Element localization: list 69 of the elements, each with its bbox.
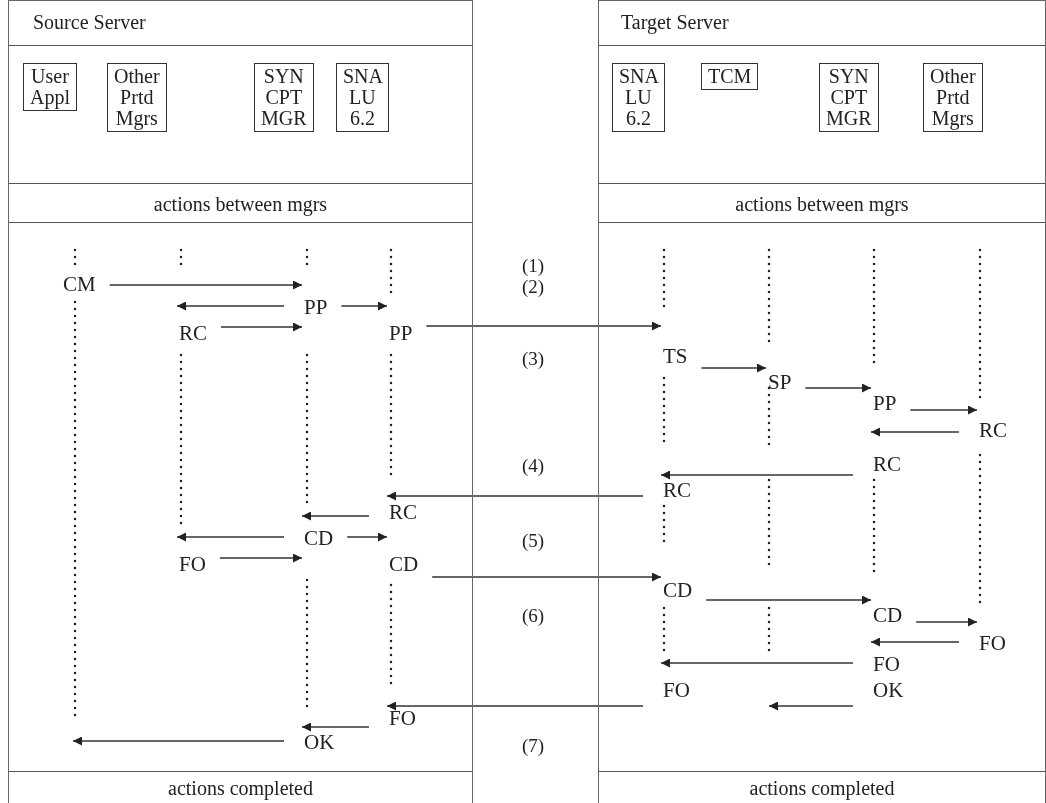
message-arrow xyxy=(301,511,370,521)
message-arrow xyxy=(386,491,644,501)
step-number: (7) xyxy=(522,735,545,757)
message-arrow xyxy=(705,595,872,605)
panel-title: Target Server xyxy=(621,11,729,34)
participant-box: SYN CPT MGR xyxy=(254,63,314,132)
phase-band: actions between mgrs xyxy=(9,183,472,223)
message-arrow xyxy=(108,280,303,290)
message-arrow xyxy=(346,532,388,542)
message-label: RC xyxy=(179,322,207,344)
participant-box: SNA LU 6.2 xyxy=(336,63,389,132)
step-number: (3) xyxy=(522,348,545,370)
message-arrow xyxy=(768,701,854,711)
message-label: RC xyxy=(873,453,901,475)
message-label: RC xyxy=(389,501,417,523)
step-number: (1) xyxy=(522,255,545,277)
message-arrow xyxy=(176,301,285,311)
step-number: (6) xyxy=(522,605,545,627)
participant-box: SNA LU 6.2 xyxy=(612,63,665,132)
message-arrow xyxy=(219,553,303,563)
server-panel xyxy=(598,0,1046,803)
message-label: PP xyxy=(389,322,413,344)
message-label: FO xyxy=(179,553,206,575)
message-label: CD xyxy=(304,527,334,549)
message-label: OK xyxy=(304,731,335,753)
phase-band: actions between mgrs xyxy=(599,183,1045,223)
message-arrow xyxy=(386,701,644,711)
message-arrow xyxy=(176,532,285,542)
panel-title: Source Server xyxy=(33,11,146,34)
message-label: FO xyxy=(979,632,1006,654)
message-arrow xyxy=(870,427,960,437)
message-label: CD xyxy=(389,553,419,575)
message-label: FO xyxy=(663,679,690,701)
message-label: PP xyxy=(873,392,897,414)
message-arrow xyxy=(660,470,854,480)
participant-box: SYN CPT MGR xyxy=(819,63,879,132)
message-label: CD xyxy=(873,604,903,626)
participant-box: TCM xyxy=(701,63,759,90)
message-arrow xyxy=(915,617,978,627)
message-arrow xyxy=(425,321,662,331)
message-arrow xyxy=(301,722,370,732)
message-arrow xyxy=(804,383,872,393)
participant-box: User Appl xyxy=(23,63,77,111)
server-panel xyxy=(8,0,473,803)
message-label: TS xyxy=(663,345,688,367)
phase-band: actions completed xyxy=(599,771,1045,803)
step-number: (5) xyxy=(522,530,545,552)
message-arrow xyxy=(909,405,978,415)
message-arrow xyxy=(340,301,388,311)
participant-box: Other Prtd Mgrs xyxy=(107,63,167,132)
message-arrow xyxy=(700,363,767,373)
message-arrow xyxy=(431,572,662,582)
message-arrow xyxy=(870,637,960,647)
message-arrow xyxy=(220,322,303,332)
message-label: RC xyxy=(663,479,691,501)
message-label: CD xyxy=(663,579,693,601)
message-label: SP xyxy=(768,371,792,393)
phase-band: actions completed xyxy=(9,771,472,803)
message-label: RC xyxy=(979,419,1007,441)
message-arrow xyxy=(660,658,854,668)
message-label: OK xyxy=(873,679,904,701)
step-number: (2) xyxy=(522,276,545,298)
participant-box: Other Prtd Mgrs xyxy=(923,63,983,132)
message-arrow xyxy=(72,736,285,746)
message-label: PP xyxy=(304,296,328,318)
message-label: CM xyxy=(63,273,96,295)
message-label: FO xyxy=(389,707,416,729)
message-label: FO xyxy=(873,653,900,675)
step-number: (4) xyxy=(522,455,545,477)
